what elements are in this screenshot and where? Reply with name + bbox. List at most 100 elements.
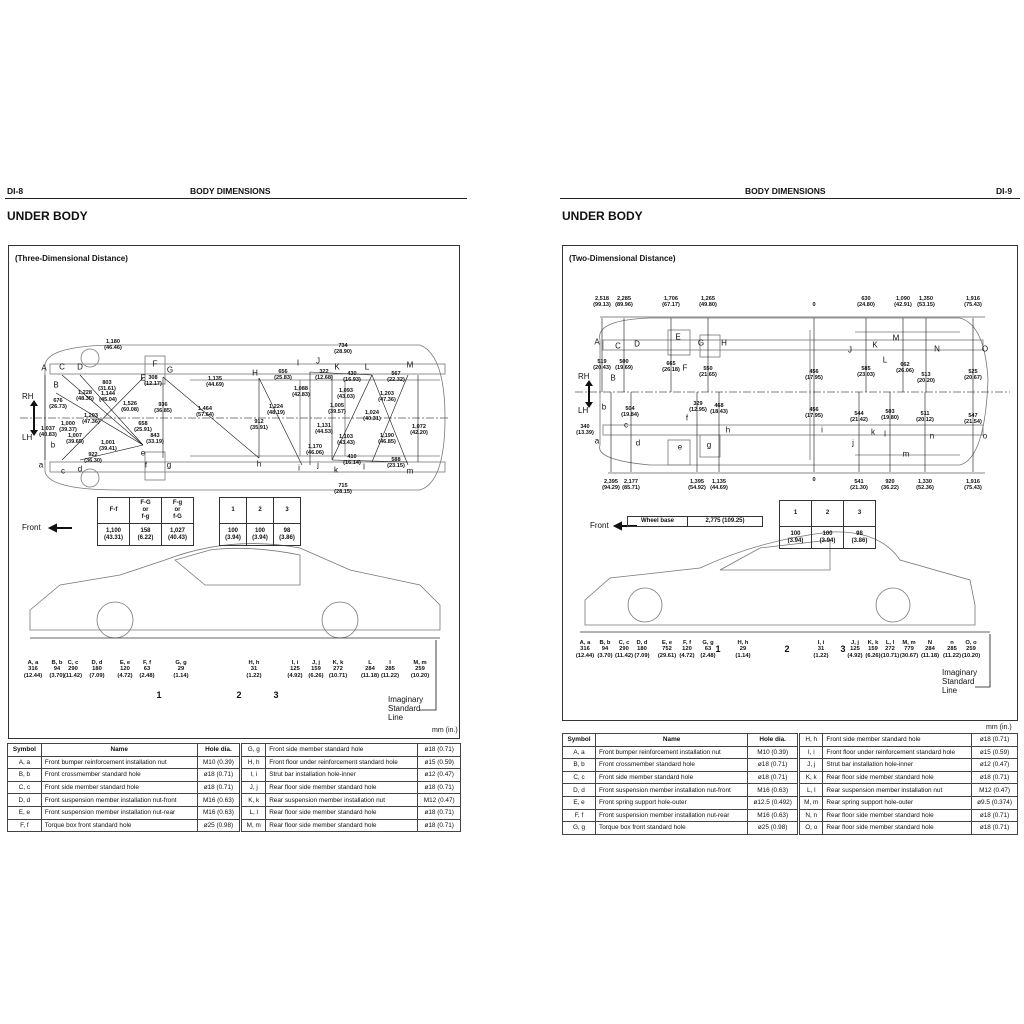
point-label-l: l (884, 429, 886, 439)
table-cell: A, a (7, 755, 42, 770)
units-label: mm (in.) (986, 724, 1012, 731)
table-cell: Front crossmember standard hole (40, 768, 198, 782)
wheel-base-value: 2,775 (109.25) (687, 516, 763, 527)
side-height-label: l 285 (11.22) (380, 660, 400, 679)
header-rule (560, 198, 1020, 199)
column-header: Name (594, 733, 749, 747)
dimension-label: 1,916 (75.43) (964, 296, 982, 308)
table-cell: Rear suspension member installation nut (265, 793, 419, 807)
point-label-G: G (166, 365, 174, 375)
dimension-label: 803 (31.61) (98, 380, 116, 392)
dimension-label: 1,007 (39.65) (66, 433, 84, 445)
side-height-label: E, e 752 (29.61) (657, 640, 677, 659)
table-cell: J, j (239, 780, 267, 795)
side-height-label: A, a 316 (12.44) (575, 640, 595, 659)
table-cell: F, f (562, 808, 596, 823)
dimension-label: 2,285 (89.96) (615, 296, 633, 308)
dimension-label: 0 (812, 477, 816, 483)
table-cell: ø18 (0.71) (971, 821, 1018, 835)
point-label-f: f (685, 413, 689, 423)
table-cell: Rear suspension member installation nut (822, 783, 973, 797)
table-cell: Rear floor side member standard hole (822, 770, 973, 785)
table-header: 1 (219, 497, 247, 524)
table-cell: G, g (562, 821, 596, 835)
point-label-i: i (298, 463, 300, 473)
point-label-J: J (848, 345, 852, 355)
table-cell: ø18 (0.71) (747, 758, 800, 772)
table-cell: E, e (562, 795, 596, 810)
table-cell: Strut bar installation hole-inner (822, 758, 973, 772)
table-cell: ø18 (0.71) (417, 805, 461, 820)
side-height-label: D, d 180 (7.09) (89, 660, 105, 679)
point-label-M: M (406, 360, 414, 370)
point-label-o: o (982, 431, 988, 441)
point-label-J: J (316, 356, 320, 366)
diagram-frame (562, 245, 1018, 721)
side-height-label: K, k 159 (6.26) (865, 640, 881, 659)
dimension-label: 525 (20.67) (964, 369, 982, 381)
point-label-E: E (675, 332, 681, 342)
imaginary-standard-line-label: Imaginary Standard Line (942, 668, 978, 695)
reference-number: 1 (715, 644, 721, 654)
table-cell: M16 (0.63) (747, 783, 800, 797)
dimension-label: 547 (21.54) (964, 413, 982, 425)
table-cell: Front spring support hole-outer (594, 795, 749, 810)
table-cell: M16 (0.63) (196, 793, 242, 807)
table-cell: ø18 (0.71) (417, 780, 461, 795)
rh-label: RH (578, 372, 590, 381)
table-cell: M10 (0.39) (196, 755, 242, 770)
side-height-label: E, e 120 (4.72) (117, 660, 133, 679)
dimension-label: 541 (21.30) (850, 479, 868, 491)
table-cell: L, l (239, 805, 267, 820)
table-cell: H, h (239, 755, 267, 770)
lh-label: LH (578, 406, 589, 415)
dimension-label: 715 (28.15) (334, 483, 352, 495)
table-cell: B, b (562, 758, 596, 772)
dimension-label: 936 (36.85) (154, 402, 172, 414)
table-cell: K, k (239, 793, 267, 807)
imaginary-line-pointer (420, 634, 991, 711)
dimension-label: 322 (12.68) (315, 369, 333, 381)
dimension-label: 665 (26.18) (662, 361, 680, 373)
table-cell: M, m (797, 795, 824, 810)
side-height-label: F, f 120 (4.72) (679, 640, 695, 659)
dimension-label: 503 (19.80) (881, 409, 899, 421)
table-cell: ø12 (0.47) (417, 768, 461, 782)
point-label-b: b (601, 402, 607, 412)
units-label: mm (in.) (432, 727, 458, 734)
point-label-e: e (677, 442, 683, 452)
table-cell: M12 (0.47) (971, 783, 1018, 797)
dimension-label: 1,090 (42.91) (894, 296, 912, 308)
front-label: Front (22, 523, 41, 532)
page-number: DI-9 (996, 186, 1013, 196)
point-label-j: j (317, 460, 319, 470)
table-cell: L, l (797, 783, 824, 797)
point-label-D: D (77, 362, 83, 372)
reference-number: 2 (236, 690, 242, 700)
column-header: Symbol (7, 743, 42, 757)
lh-label: LH (22, 433, 33, 442)
table-cell: ø18 (0.71) (196, 780, 242, 795)
point-label-C: C (59, 362, 65, 372)
dimension-label: 1,144 (45.04) (99, 391, 117, 403)
table-cell: M12 (0.47) (417, 793, 461, 807)
table-cell: M, m (239, 818, 267, 833)
dimension-label: 920 (36.22) (881, 479, 899, 491)
subtitle: (Three-Dimensional Distance) (15, 254, 128, 263)
side-height-label: J, j 159 (6.26) (308, 660, 324, 679)
side-height-label: G, g 63 (2.48) (700, 640, 716, 659)
side-height-label: G, g 29 (1.14) (173, 660, 189, 679)
table-cell: ø25 (0.98) (747, 821, 800, 835)
table-cell: Front bumper reinforcement installation … (40, 755, 198, 770)
dimension-label: 1,103 (43.43) (337, 434, 355, 446)
left-measurement-lines (44, 371, 419, 466)
point-label-k: k (871, 427, 875, 437)
table-cell: I, i (797, 745, 824, 760)
side-height-label: F, f 63 (2.48) (139, 660, 155, 679)
dimension-label: 1,180 (46.46) (104, 339, 122, 351)
